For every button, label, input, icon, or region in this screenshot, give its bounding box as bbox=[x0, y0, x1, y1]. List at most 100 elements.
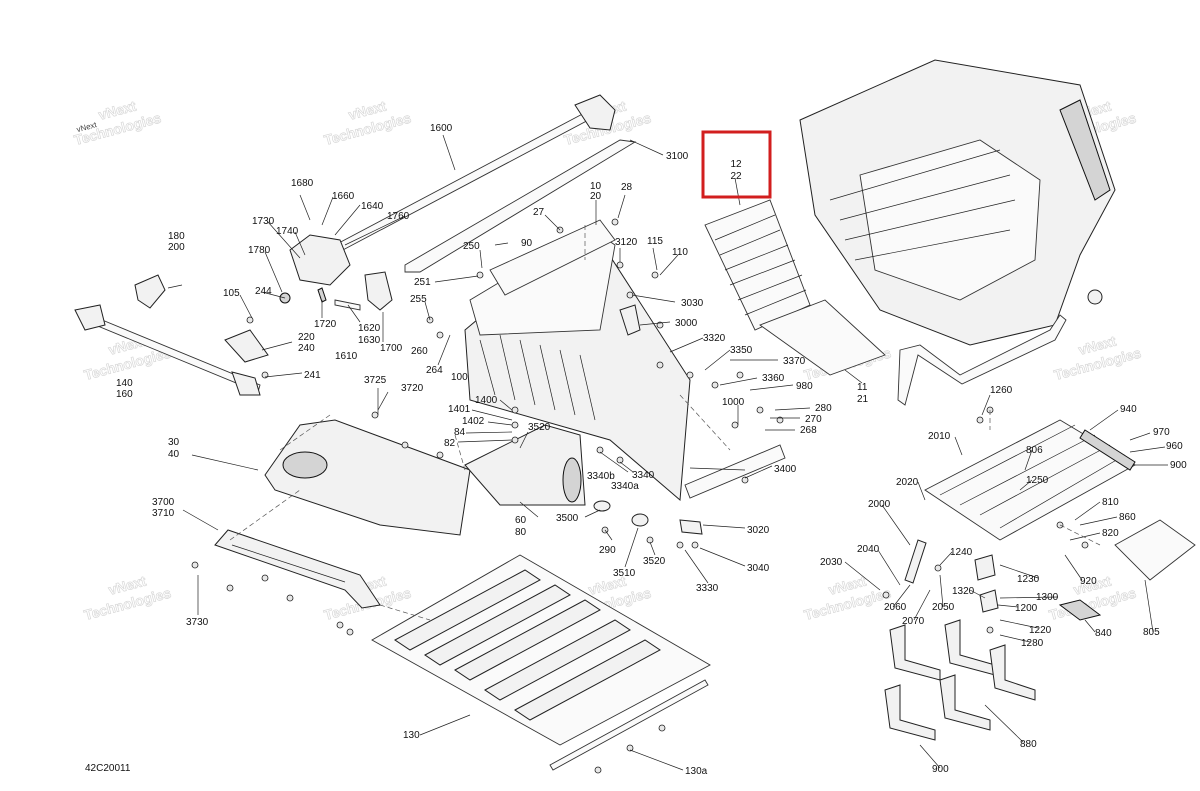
part-number-label: 3040 bbox=[747, 563, 770, 574]
part-number-label: 240 bbox=[298, 343, 315, 354]
part-number-label: 3360 bbox=[762, 373, 785, 384]
plate-805 bbox=[1114, 519, 1196, 581]
screw bbox=[658, 724, 666, 732]
part-number-label: 3725 bbox=[364, 375, 387, 386]
screw bbox=[594, 766, 602, 774]
part-number-label: 3350 bbox=[730, 345, 753, 356]
bracket-880 bbox=[939, 674, 991, 731]
part-number-label: 3340a bbox=[611, 481, 639, 492]
mat-panel bbox=[424, 584, 571, 666]
part-number-label: 268 bbox=[800, 425, 817, 436]
part-number-label: 1610 bbox=[335, 351, 358, 362]
part-number-label: 3510 bbox=[613, 568, 636, 579]
part-number-label: 3330 bbox=[696, 583, 719, 594]
shock-2000 bbox=[904, 539, 927, 584]
screw bbox=[596, 446, 604, 454]
part-number-12: 12 bbox=[730, 159, 742, 170]
part-number-label: 1660 bbox=[332, 191, 355, 202]
side-panel-30 bbox=[264, 419, 471, 536]
part-number-label: 3500 bbox=[556, 513, 579, 524]
screw bbox=[246, 316, 254, 324]
part-number-label: 3700 bbox=[152, 497, 175, 508]
part-number-label: 920 bbox=[1080, 576, 1097, 587]
part-number-label: 40 bbox=[168, 449, 180, 460]
screw bbox=[191, 561, 199, 569]
floor-plate-3400 bbox=[684, 444, 786, 499]
part-number-label: 244 bbox=[255, 286, 272, 297]
part-number-label: 200 bbox=[168, 242, 185, 253]
part-number-label: 1640 bbox=[361, 201, 384, 212]
part-number-label: 1000 bbox=[722, 397, 745, 408]
speaker-port bbox=[562, 457, 582, 503]
bracket-880 bbox=[889, 624, 941, 681]
part-number-label: 1230 bbox=[1017, 574, 1040, 585]
part-number-label: 90 bbox=[521, 238, 533, 249]
bracket-880 bbox=[989, 644, 1036, 701]
storage-box-ribs bbox=[479, 334, 596, 421]
part-number-label: 2040 bbox=[857, 544, 880, 555]
part-number-label: 3340b bbox=[587, 471, 615, 482]
part-drawings bbox=[74, 59, 1196, 774]
screw bbox=[651, 271, 659, 279]
part-number-label: 251 bbox=[414, 277, 431, 288]
screw bbox=[934, 564, 942, 572]
gasket-strip bbox=[897, 314, 1067, 406]
part-number-label: 1402 bbox=[462, 416, 485, 427]
screw bbox=[511, 406, 519, 414]
cargo-bed-wall-lines bbox=[829, 149, 1016, 261]
speaker-panel-60 bbox=[464, 424, 586, 506]
part-number-label: 270 bbox=[805, 414, 822, 425]
screw bbox=[656, 361, 664, 369]
mat-panel bbox=[484, 619, 631, 701]
part-number-label: 810 bbox=[1102, 497, 1119, 508]
screw bbox=[401, 441, 409, 449]
ribbed-panel-ribs bbox=[714, 214, 807, 316]
screw bbox=[776, 416, 784, 424]
part-number-label: 2060 bbox=[884, 602, 907, 613]
part-number-label: 1400 bbox=[475, 395, 498, 406]
latch-3000 bbox=[619, 304, 641, 336]
part-number-label: 115 bbox=[647, 236, 663, 247]
part-number-label: 1680 bbox=[291, 178, 314, 189]
part-number-label: 110 bbox=[672, 247, 688, 258]
screw bbox=[226, 584, 234, 592]
part-number-label: 27 bbox=[533, 207, 545, 218]
bracket-880 bbox=[884, 684, 936, 741]
screw bbox=[346, 628, 354, 636]
part-number-labels: 1600 3100 1680 1660 1640 1730 1740 1760 … bbox=[116, 123, 1187, 777]
part-number-label: 140 bbox=[116, 378, 133, 389]
part-number-label: 250 bbox=[463, 241, 480, 252]
part-number-label: 2030 bbox=[820, 557, 843, 568]
screw bbox=[436, 331, 444, 339]
mat-panel bbox=[394, 569, 541, 651]
part-number-label: 900 bbox=[932, 764, 949, 775]
part-number-label: 80 bbox=[515, 527, 527, 538]
plug-cap bbox=[1087, 289, 1103, 305]
part-number-label: 940 bbox=[1120, 404, 1137, 415]
part-number-label: 3710 bbox=[152, 508, 175, 519]
part-number-label: 900 bbox=[1170, 460, 1187, 471]
part-number-label: 3400 bbox=[774, 464, 797, 475]
part-number-label: 220 bbox=[298, 332, 315, 343]
hinge-bracket-1700 bbox=[364, 271, 393, 311]
screw bbox=[286, 594, 294, 602]
part-number-label: 290 bbox=[599, 545, 616, 556]
mat-panel bbox=[454, 599, 601, 681]
part-number-label: 840 bbox=[1095, 628, 1112, 639]
hinge-bracket-top bbox=[574, 94, 616, 131]
spring-1720 bbox=[317, 287, 327, 303]
part-number-label: 1600 bbox=[430, 123, 453, 134]
part-number-label: 1220 bbox=[1029, 625, 1052, 636]
highlight-box bbox=[701, 130, 772, 199]
part-number-label: 255 bbox=[410, 294, 427, 305]
part-number-label: 806 bbox=[1026, 445, 1043, 456]
screw bbox=[511, 436, 519, 444]
hinge-1230 bbox=[974, 554, 996, 581]
part-number-label: 1700 bbox=[380, 343, 403, 354]
part-number-label: 20 bbox=[590, 191, 602, 202]
part-number-label: 860 bbox=[1119, 512, 1136, 523]
diagram-code: 42C20011 bbox=[85, 763, 131, 774]
part-number-label: 264 bbox=[426, 365, 443, 376]
part-number-label: 3000 bbox=[675, 318, 698, 329]
screw bbox=[646, 536, 654, 544]
